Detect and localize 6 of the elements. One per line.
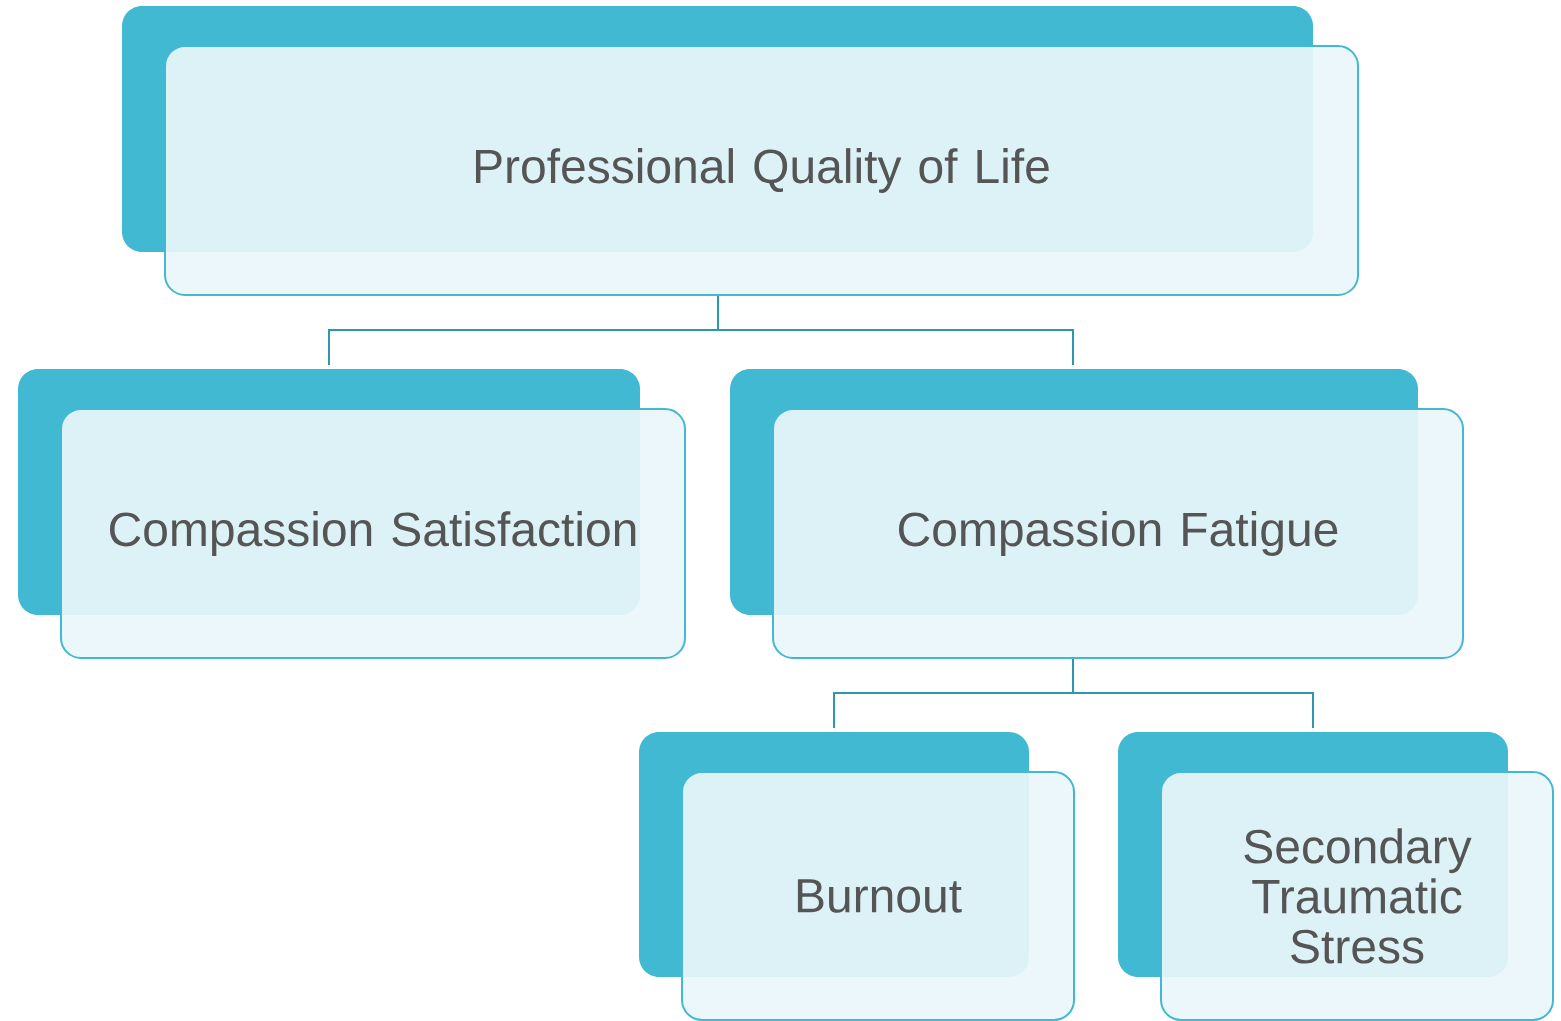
org-box: Burnout: [639, 732, 1075, 1021]
connector-line: [1072, 658, 1314, 729]
org-box: Compassion Fatigue: [730, 369, 1464, 659]
org-box: Professional Quality of Life: [122, 6, 1359, 296]
org-box: Compassion Satisfaction: [18, 369, 686, 659]
org-box: Secondary Traumatic Stress: [1118, 732, 1554, 1021]
